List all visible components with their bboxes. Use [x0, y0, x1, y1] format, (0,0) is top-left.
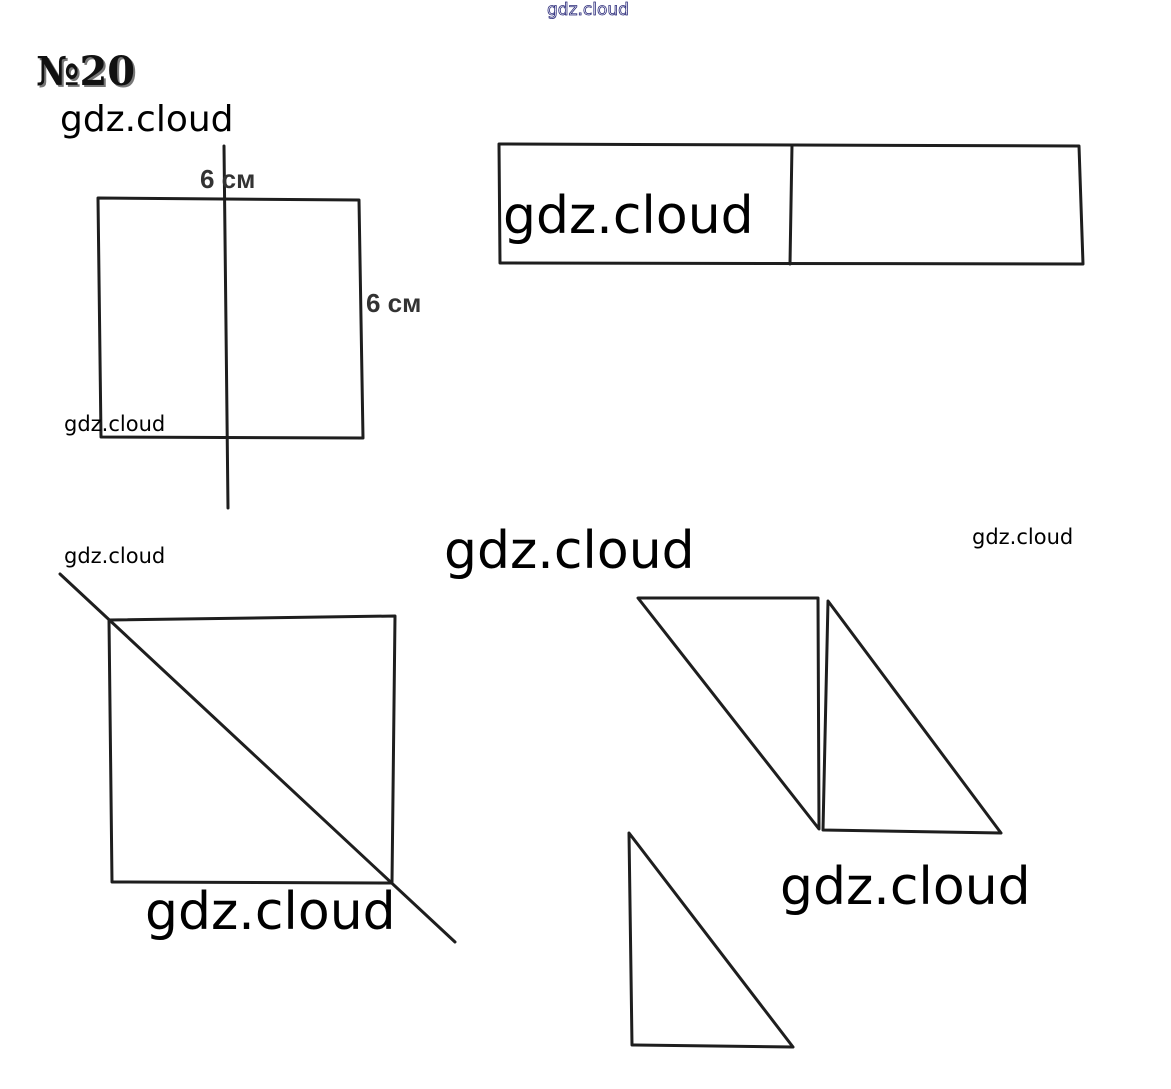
right-side-label: 6 см [366, 288, 422, 318]
watermark-under-number: gdz.cloud [60, 99, 234, 140]
triangle-upper-right [821, 599, 1003, 835]
vertical-cut-line [222, 144, 230, 510]
diagonal-cut-line [58, 572, 457, 944]
triangle-bottom [627, 831, 795, 1049]
triangle-upper-left [636, 596, 821, 831]
watermark-right-small: gdz.cloud [972, 525, 1074, 549]
diagonal-square [107, 614, 397, 885]
watermark-in-rectangle: gdz.cloud [503, 186, 754, 246]
watermark-below-diagonal-square: gdz.cloud [145, 882, 396, 942]
watermark-above-diagonal-square: gdz.cloud [64, 544, 166, 568]
watermark-right-large: gdz.cloud [780, 857, 1031, 917]
top-side-label: 6 см [200, 164, 256, 194]
watermark-center: gdz.cloud [444, 521, 695, 581]
problem-number: №20 [36, 48, 136, 95]
watermark-top-center: gdz.cloud [547, 0, 630, 20]
rectangle-middle-line [788, 143, 794, 266]
square-6cm [96, 196, 365, 440]
watermark-square-bottom-left: gdz.cloud [64, 412, 166, 436]
long-rectangle [497, 142, 1085, 266]
